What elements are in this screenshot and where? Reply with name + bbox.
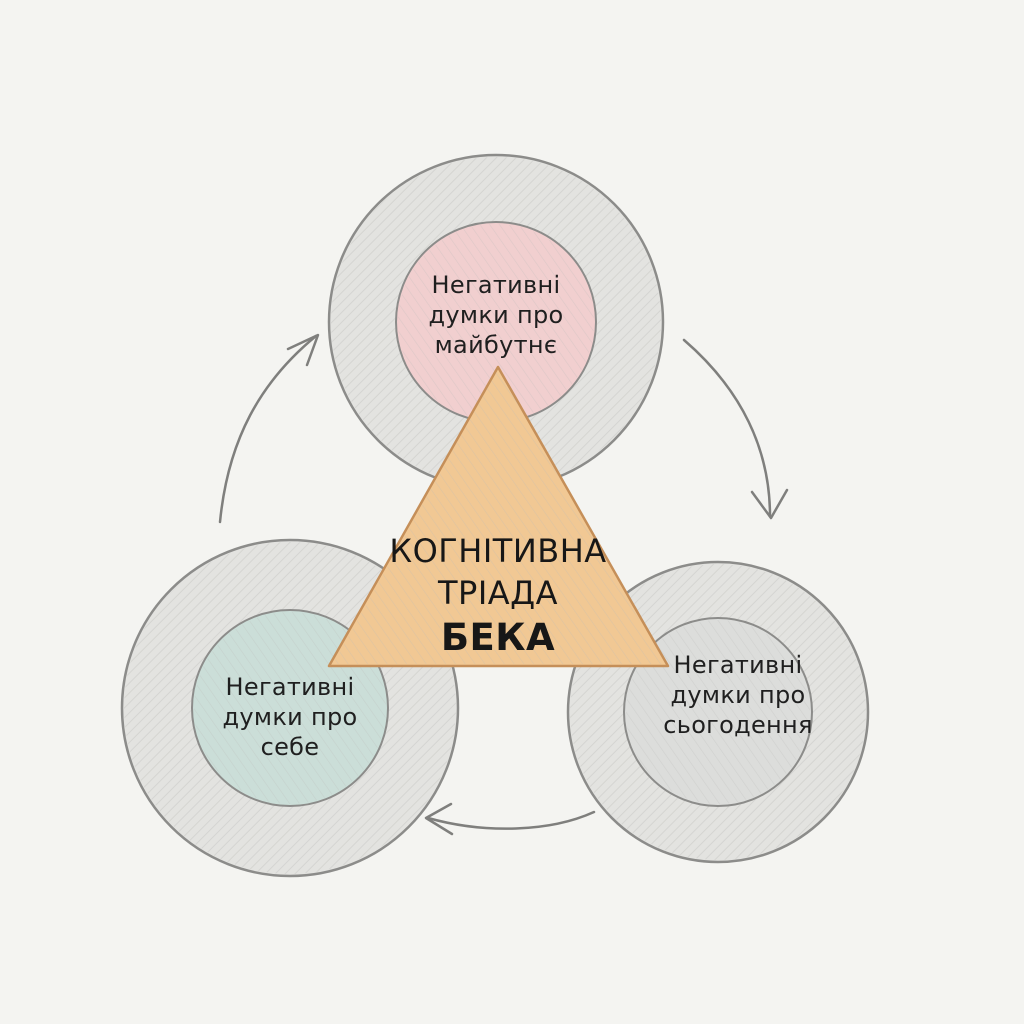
arrow-self-to-future-head-icon [286, 333, 320, 367]
arrows-group [218, 333, 789, 836]
present-label-line-3: сьогодення [663, 711, 813, 739]
center-triangle-group [327, 365, 670, 668]
node-future [327, 153, 665, 491]
future-label: Негативні думки про майбутнє [396, 270, 596, 360]
center-label-line-2: ТРІАДА [437, 574, 559, 612]
present-label: Негативні думки про сьогодення [638, 650, 838, 740]
self-label: Негативні думки про себе [190, 672, 390, 762]
arrow-present-to-self-line [426, 810, 596, 830]
center-label-line-1: КОГНІТИВНА [389, 532, 607, 570]
self-label-line-3: себе [260, 733, 320, 761]
future-label-line-3: майбутнє [434, 331, 558, 359]
future-inner-disc-hatch [398, 224, 594, 420]
present-inner-disc-hatch [626, 620, 810, 804]
arrow-present-to-self [424, 802, 596, 836]
present-label-line-2: думки про [670, 681, 806, 709]
present-label-line-1: Негативні [673, 651, 803, 679]
arrow-future-to-present-line [682, 338, 772, 518]
arrow-present-to-self-head-icon [424, 802, 454, 836]
self-label-line-2: думки про [222, 703, 358, 731]
self-label-line-1: Негативні [225, 673, 355, 701]
arrow-future-to-present [682, 338, 789, 520]
center-label-line-3: БЕКА [440, 616, 556, 659]
future-label-line-1: Негативні [431, 271, 561, 299]
future-label-line-2: думки про [428, 301, 564, 329]
arrow-self-to-future [218, 333, 320, 524]
arrow-future-to-present-head-icon [750, 488, 789, 520]
arrow-self-to-future-line [218, 334, 318, 524]
center-triangle-hatch [333, 369, 664, 664]
center-label: КОГНІТИВНА ТРІАДА БЕКА [378, 530, 618, 662]
